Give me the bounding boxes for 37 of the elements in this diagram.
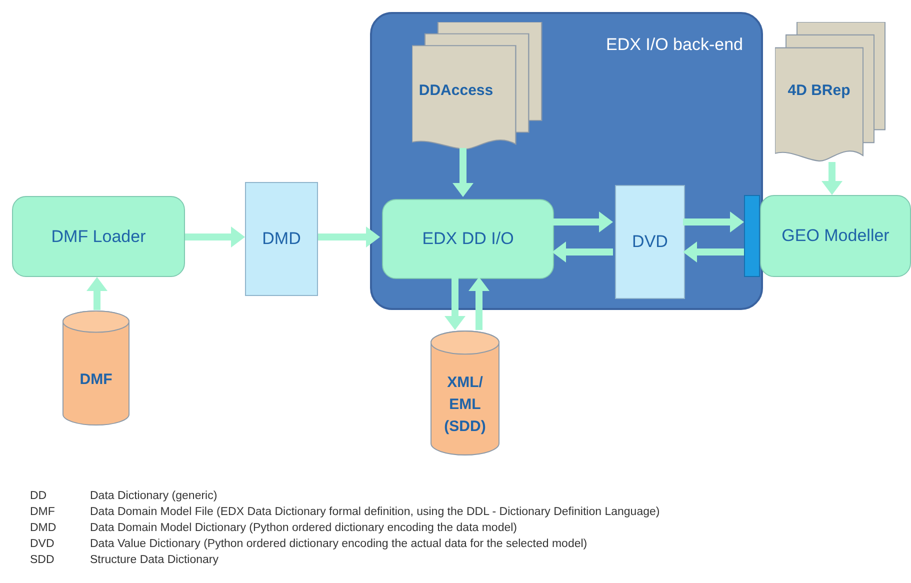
abbreviation: DD [30,489,48,503]
process-box [12,196,185,277]
block-arrow [683,212,744,232]
data-box [615,185,685,299]
data-box [245,182,318,296]
block-arrow [552,242,613,262]
block-arrow [185,226,245,248]
abbreviation: DMF [30,505,56,519]
process-box [760,195,911,277]
block-arrow [444,277,466,330]
definition: Structure Data Dictionary [90,553,220,567]
block-arrow [452,148,474,197]
block-arrow [822,162,842,195]
container-title: EDX I/O back-end [606,34,743,56]
block-arrow [552,212,613,232]
block-arrow [318,226,380,248]
box-label: GEO Modeller [782,225,890,248]
abbreviation: DMD [30,521,58,535]
box-label: DVD [632,231,668,254]
block-arrow [86,277,108,310]
process-box [382,199,554,279]
cylinder-label: DMF [80,370,112,390]
definition: Data Value Dictionary (Python ordered dictionary encoding the actual data for the selected model) [90,537,588,551]
cylinder-label: XML/ EML (SDD) [443,373,487,437]
document-label: 4D BRep [788,80,850,101]
abbreviation: SDD [30,553,56,567]
definition: Data Domain Model File (EDX Data Dictionary formal definition, using the DDL - Dictionary Definition Language) [90,505,660,519]
abbreviation: DVD [30,537,56,551]
box-label: DMD [262,228,301,250]
definition: Data Domain Model Dictionary (Python ordered dictionary encoding the data model) [90,521,518,535]
block-arrow [468,277,490,330]
box-label: DMF Loader [51,226,146,248]
box-label: EDX DD I/O [422,228,514,250]
document-label: DDAccess [418,80,494,101]
backend-container [370,12,763,310]
definition: Data Dictionary (generic) [90,489,218,503]
block-arrow [683,242,744,262]
